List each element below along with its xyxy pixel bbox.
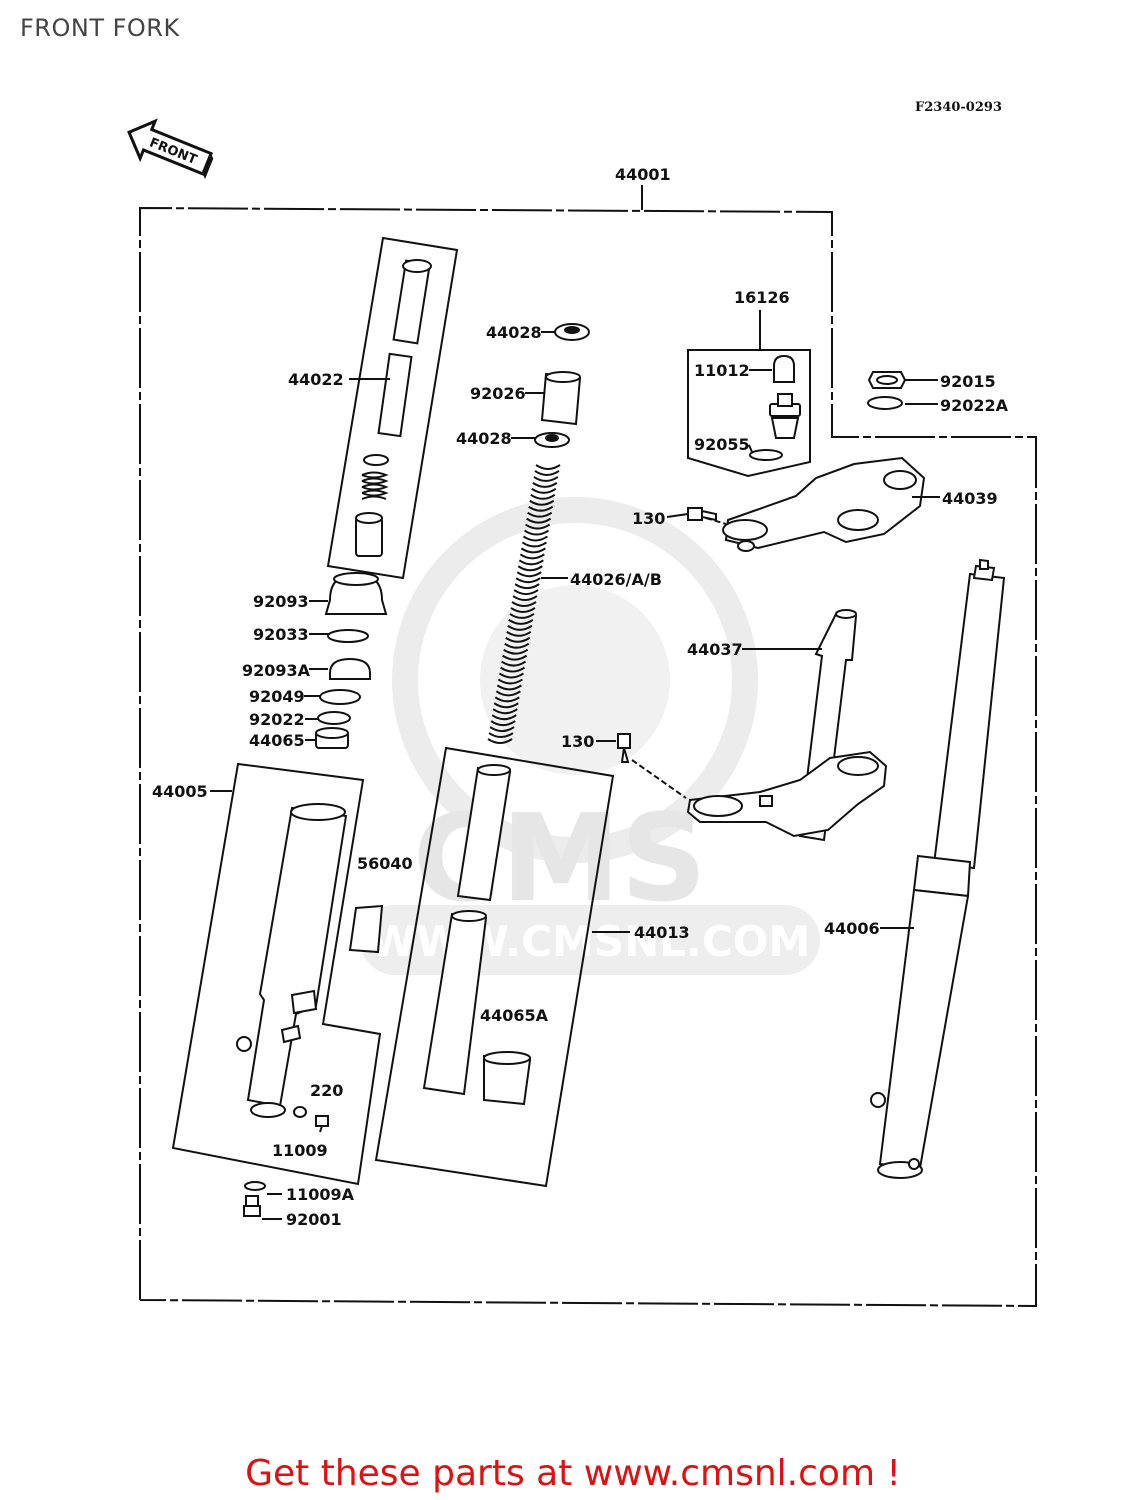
small-parts-220 (243, 1106, 329, 1217)
bolt-130-upper (687, 507, 717, 522)
bolt-130-lower (617, 733, 631, 763)
watermark-circle (392, 497, 758, 863)
label-44028-bottom: 44028 (456, 429, 512, 448)
page-title: FRONT FORK (20, 14, 180, 42)
label-44013: 44013 (634, 923, 690, 942)
label-92093A: 92093A (242, 661, 311, 680)
assembly-outline (139, 185, 1037, 1308)
label-92033: 92033 (253, 625, 309, 644)
label-44005: 44005 (152, 782, 208, 801)
nut-parts (867, 371, 907, 410)
label-11009: 11009 (272, 1141, 328, 1160)
label-16126: 16126 (734, 288, 790, 307)
left-outer-tube (236, 803, 348, 1118)
spring-parts (534, 323, 590, 448)
label-130-lower: 130 (561, 732, 594, 751)
label-44065A: 44065A (480, 1006, 549, 1025)
promo-link[interactable]: www.cmsnl.com (583, 1453, 876, 1494)
leader-lines (210, 331, 940, 1220)
box-44022 (326, 236, 459, 580)
label-44028-top: 44028 (486, 323, 542, 342)
cap-parts (749, 354, 801, 461)
diagram-code: F2340-0293 (915, 100, 1002, 115)
promo-prefix: Get these parts at (245, 1453, 584, 1494)
label-44037: 44037 (687, 640, 743, 659)
slide-pad-56040 (348, 904, 384, 954)
label-92055: 92055 (694, 435, 750, 454)
label-56040: 56040 (357, 854, 413, 873)
box-44013 (374, 746, 615, 1188)
label-44022: 44022 (288, 370, 344, 389)
watermark-face (480, 585, 670, 775)
label-92049: 92049 (249, 687, 305, 706)
front-arrow-icon: FRONT (127, 118, 214, 180)
fork-spring-icon (487, 464, 561, 744)
label-220: 220 (310, 1081, 343, 1100)
upper-bracket (722, 456, 926, 552)
label-44039: 44039 (942, 489, 998, 508)
label-44065: 44065 (249, 731, 305, 750)
watermark-url: WWW.CMSNL.COM (370, 917, 811, 966)
label-44026: 44026/A/B (570, 570, 662, 589)
label-44006: 44006 (824, 919, 880, 938)
label-92026: 92026 (470, 384, 526, 403)
label-11009A: 11009A (286, 1185, 355, 1204)
part-labels: 44001 44022 44028 92026 44028 16126 1101… (152, 165, 1009, 1229)
inner-tube (422, 764, 532, 1106)
bolt-guide-line-upper (705, 517, 727, 525)
seal-parts (315, 572, 388, 749)
label-92022A: 92022A (940, 396, 1009, 415)
subassembly-boxes (171, 236, 811, 1188)
label-11012: 11012 (694, 361, 750, 380)
box-44005 (171, 762, 382, 1186)
label-130-upper: 130 (632, 509, 665, 528)
label-92093: 92093 (253, 592, 309, 611)
right-fork-assembly (870, 558, 1006, 1179)
steering-stem (686, 609, 888, 842)
bolt-guide-line (631, 759, 687, 799)
promo-banner: Get these parts at www.cmsnl.com ! (0, 1453, 1146, 1494)
label-92001: 92001 (286, 1210, 342, 1229)
damper-rod-parts (355, 259, 432, 557)
label-92022: 92022 (249, 710, 305, 729)
promo-suffix: ! (875, 1453, 901, 1494)
box-16126 (687, 349, 811, 478)
label-92015: 92015 (940, 372, 996, 391)
label-44001: 44001 (615, 165, 671, 184)
